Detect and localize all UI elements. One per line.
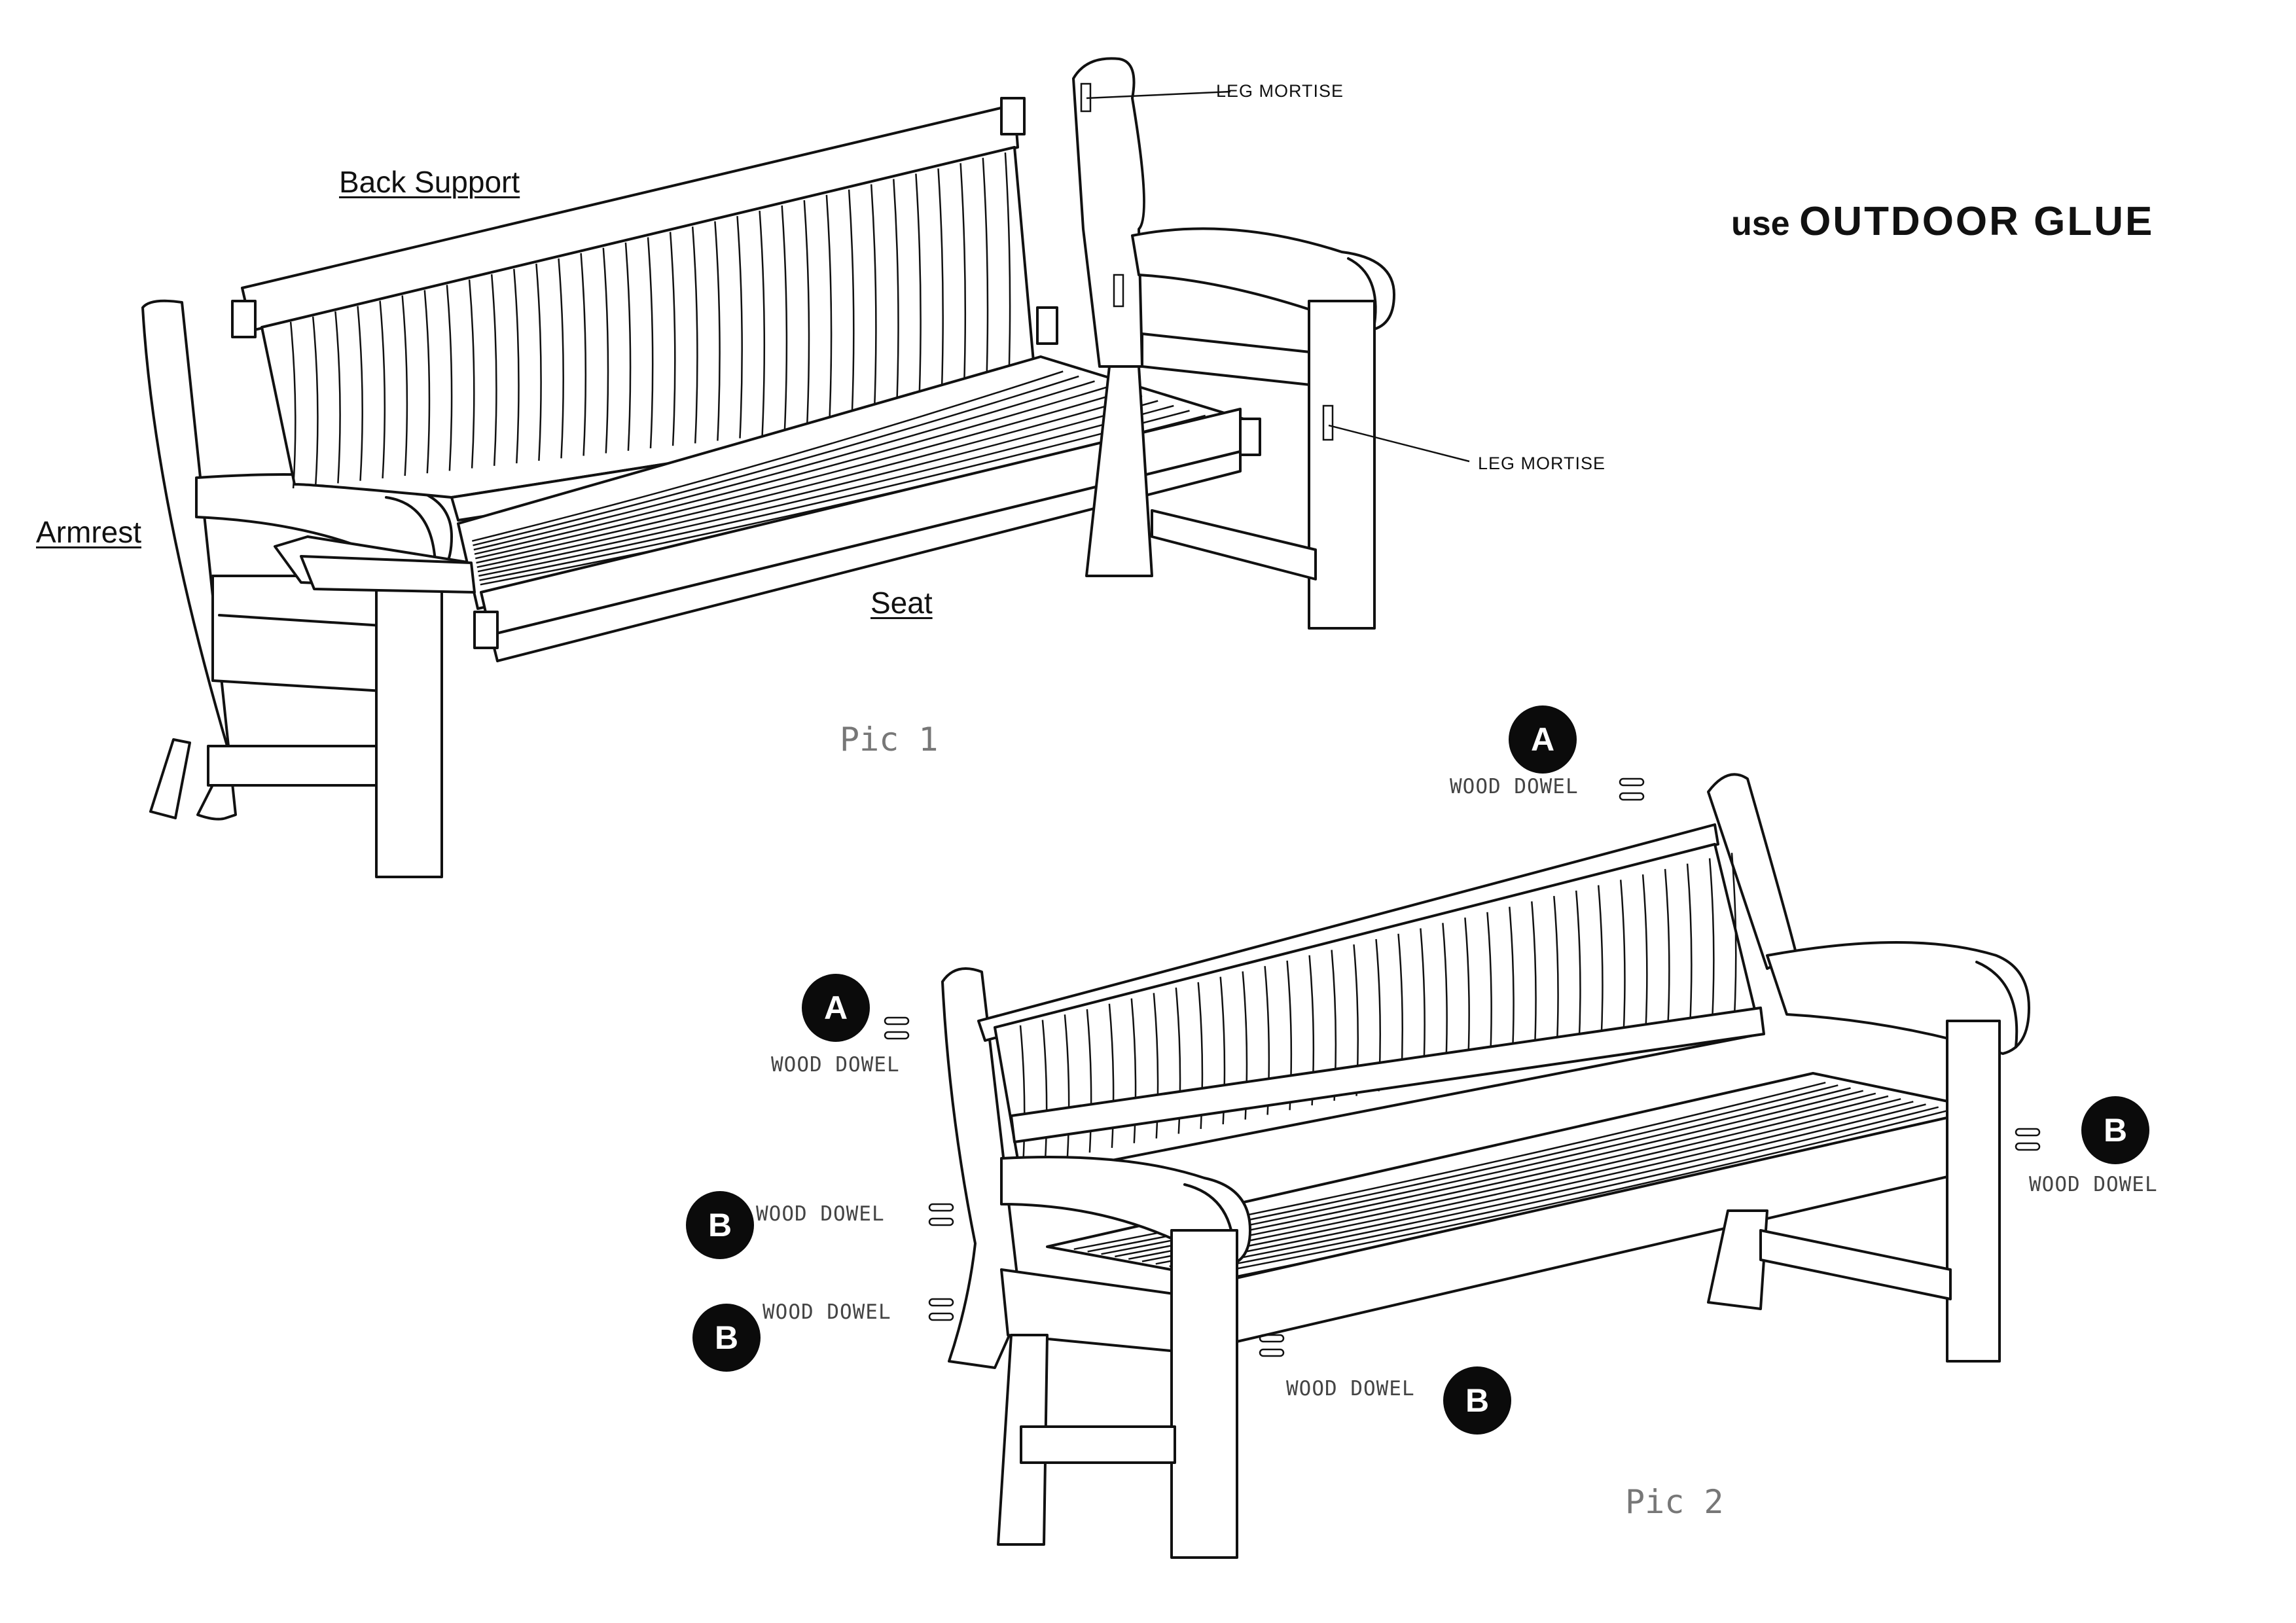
leg-mortise-label-top: LEG MORTISE xyxy=(1216,81,1344,101)
dowel-badge-b-front: B xyxy=(1443,1366,1511,1435)
back-support-label: Back Support xyxy=(339,165,520,199)
dowel-label-b-left-lower: WOOD DOWEL xyxy=(762,1300,891,1324)
glue-prefix: use xyxy=(1731,205,1790,243)
dowel-badge-a-left: A xyxy=(802,974,870,1042)
glue-emphasis: OUTDOOR GLUE xyxy=(1799,199,2155,244)
pic1-caption: Pic 1 xyxy=(840,721,939,758)
pic1-left-arm-frame xyxy=(141,299,473,878)
leg-mortise-label-mid: LEG MORTISE xyxy=(1478,454,1606,473)
glue-instruction: use OUTDOOR GLUE xyxy=(1731,202,2154,242)
dowel-badge-b-left-upper: B xyxy=(686,1191,754,1259)
dowel-label-b-front: WOOD DOWEL xyxy=(1286,1377,1415,1400)
dowel-badge-b-right: B xyxy=(2081,1096,2149,1164)
dowel-badge-a-top: A xyxy=(1509,705,1577,774)
dowel-label-a-top: WOOD DOWEL xyxy=(1450,775,1579,798)
armrest-label: Armrest xyxy=(36,515,141,549)
pic2-dowel-pins xyxy=(884,777,2041,1357)
pic2-bench xyxy=(941,773,2030,1559)
dowel-badge-b-left-lower: B xyxy=(692,1304,761,1372)
dowel-label-a-left: WOOD DOWEL xyxy=(771,1053,900,1077)
dowel-label-b-left-upper: WOOD DOWEL xyxy=(756,1202,885,1226)
dowel-label-b-right: WOOD DOWEL xyxy=(2029,1173,2158,1196)
pic1-seat xyxy=(300,355,1261,662)
seat-label: Seat xyxy=(870,586,933,620)
pic2-caption: Pic 2 xyxy=(1625,1483,1724,1521)
pic1-right-arm-frame xyxy=(1072,57,1470,630)
